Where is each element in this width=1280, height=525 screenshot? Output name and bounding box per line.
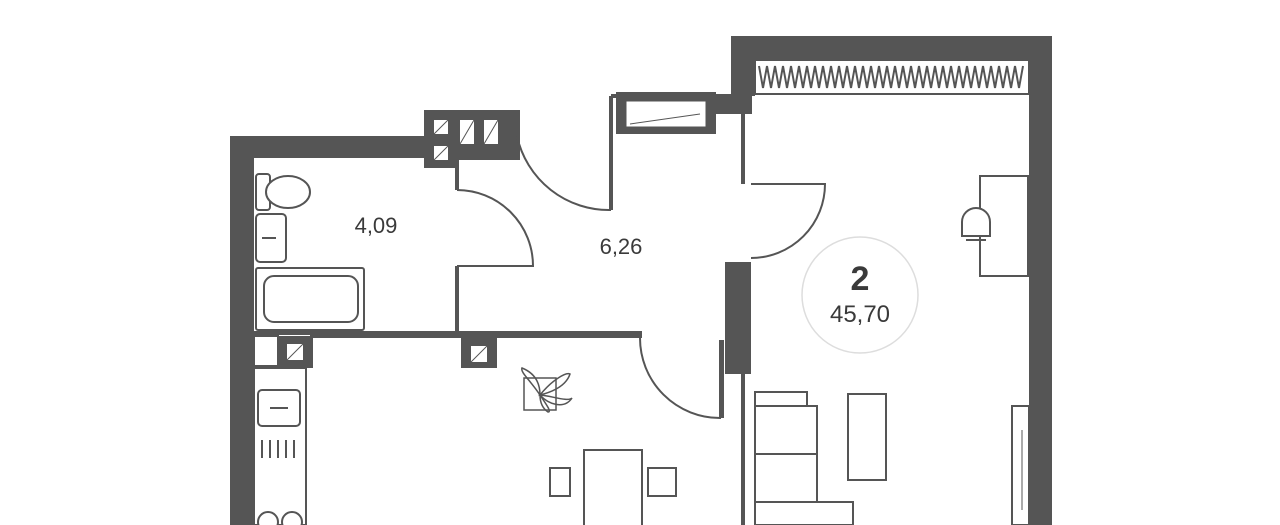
wall-left-top xyxy=(230,136,426,158)
coffee-table xyxy=(847,393,887,481)
door-bathroom xyxy=(456,189,535,267)
living-room-furniture xyxy=(754,175,1030,525)
wall-column-top xyxy=(716,96,752,114)
wall-right-top xyxy=(731,36,1052,60)
chair xyxy=(549,467,571,497)
radiator xyxy=(754,59,1030,95)
sofa-seat xyxy=(754,405,818,455)
door-room xyxy=(750,183,827,259)
room-badge-circle xyxy=(801,236,919,354)
toilet-bowl xyxy=(265,175,311,209)
wall-column-mid xyxy=(725,262,751,374)
bathroom-area-label: 4,09 xyxy=(355,213,398,238)
chair xyxy=(647,467,677,497)
hallway-window xyxy=(616,92,716,134)
desk-chair xyxy=(961,207,991,237)
doors xyxy=(456,135,827,420)
wall-right-outer xyxy=(1029,36,1052,525)
door-kitchen xyxy=(639,337,721,420)
total-area: 45,70 xyxy=(830,301,890,328)
hallway-area-label: 6,26 xyxy=(600,234,643,259)
exterior-walls xyxy=(230,36,1052,525)
plant-icon xyxy=(521,367,573,413)
bathroom-fixtures xyxy=(255,173,365,331)
wardrobe-door xyxy=(1011,405,1030,525)
wall-right-left-upper xyxy=(731,36,755,96)
room-badge: 2 45,70 xyxy=(801,236,919,354)
dining-table xyxy=(583,449,643,525)
partition-wall xyxy=(310,331,642,338)
dining-set xyxy=(549,449,677,525)
sofa-arm xyxy=(754,501,854,525)
kitchen-fixtures xyxy=(253,335,307,525)
sofa-seat xyxy=(754,453,818,503)
door-entrance xyxy=(516,135,612,212)
wall-left-outer xyxy=(230,136,254,525)
room-count: 2 xyxy=(851,260,870,298)
